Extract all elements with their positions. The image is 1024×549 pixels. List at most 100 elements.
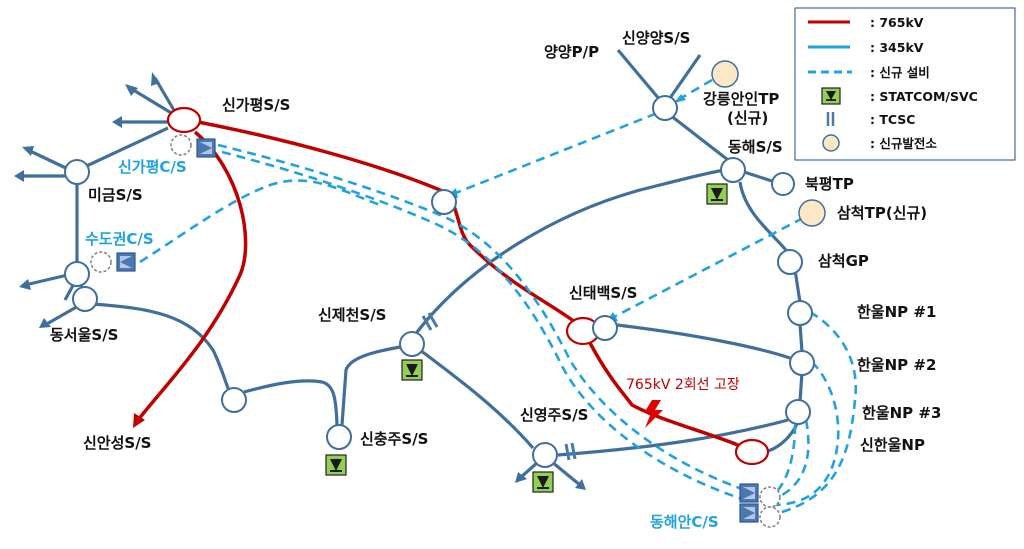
node-donghaean-cs-1 <box>759 486 781 508</box>
arrow-icon <box>22 146 34 156</box>
arrow-icon <box>112 116 122 128</box>
label-hanul1: 한울NP #1 <box>857 303 936 321</box>
label-sinjecheon: 신제천S/S <box>318 306 387 324</box>
line-345-yangyang <box>616 48 662 102</box>
line-new-gangneung <box>447 106 671 198</box>
label-sintaebaek: 신태백S/S <box>569 284 638 302</box>
node-sinyeongju <box>532 442 558 468</box>
node-donghaean-cs-2 <box>759 506 781 528</box>
arrow-icon <box>151 72 160 86</box>
line-345-hanul3 <box>798 371 804 403</box>
arrow-icon <box>14 170 24 182</box>
fault-lightning-icon <box>644 400 663 428</box>
arrow-icon <box>125 84 138 96</box>
legend-new-plant-swatch <box>822 134 840 152</box>
label-donghaean-cs: 동해안C/S <box>650 513 719 531</box>
line-345-stub <box>27 148 71 172</box>
line-345-to-sinchungju <box>243 379 339 426</box>
line-345-sinyeongju-hanul <box>557 418 789 457</box>
converter-stations <box>116 138 759 523</box>
node-samcheok-gp <box>777 249 803 275</box>
legend-label-765kv: : 765kV <box>870 15 924 30</box>
statcom-icon <box>706 183 728 205</box>
converter-icon <box>739 483 759 503</box>
node-branch <box>431 189 457 215</box>
line-765-singapyeong-sinanseong <box>136 130 248 422</box>
legend-label-345kv: : 345kV <box>870 40 924 55</box>
lines-345kv <box>20 48 804 487</box>
label-yangyang-pp: 양양P/P <box>544 43 599 61</box>
line-345-sinjecheon-donghae <box>412 168 726 337</box>
label-singapyeong-cs: 신가평C/S <box>118 158 187 176</box>
node-sudogwon <box>64 261 90 287</box>
arrowheads <box>14 72 586 490</box>
line-345-hanul2 <box>798 323 804 353</box>
line-new-hanul-1 <box>769 310 858 517</box>
arrow-icon <box>133 413 145 428</box>
tcsc-icon <box>564 442 577 461</box>
line-345-dongseoul-chain <box>91 302 234 399</box>
node-sintaebaek <box>592 315 618 341</box>
line-345-to-donghae <box>669 113 729 162</box>
line-345-migeum <box>77 126 169 172</box>
arrow-icon <box>39 318 51 328</box>
label-fault: 765kV 2회선 고장 <box>626 377 740 393</box>
node-hanul2 <box>789 350 815 376</box>
line-new-hanul-3 <box>781 419 810 497</box>
node-singapyeong <box>166 106 202 134</box>
line-765-sintaebaek-sinhanul <box>588 342 739 447</box>
statcom-icon <box>532 471 554 493</box>
arrow-icon <box>575 479 586 490</box>
node-sinyangyang <box>652 95 678 121</box>
label-sinhanul: 신한울NP <box>860 436 925 454</box>
legend-label-new-plant: : 신규발전소 <box>870 136 937 151</box>
line-345-samcheok <box>738 181 792 256</box>
label-donghae: 동해S/S <box>728 138 783 156</box>
node-gangneung-anin <box>711 60 739 88</box>
arrow-icon <box>515 472 527 483</box>
label-migeum: 미금S/S <box>88 186 143 204</box>
label-sinyeongju: 신영주S/S <box>520 406 589 424</box>
label-dongseoul: 동서울S/S <box>50 326 119 344</box>
legend-label-new: : 신규 설비 <box>870 65 930 80</box>
label-hanul3: 한울NP #3 <box>862 404 941 422</box>
legend-label-statcom: : STATCOM/SVC <box>870 89 978 104</box>
statcom-devices <box>325 183 728 493</box>
label-sinchungju: 신충주S/S <box>360 430 429 448</box>
line-new-hanul-4 <box>776 424 797 491</box>
label-hanul2: 한울NP #2 <box>857 356 936 374</box>
label-sudogwon-cs: 수도권C/S <box>85 230 154 248</box>
line-new-anin <box>677 78 713 102</box>
label-samcheok-gp: 삼척GP <box>818 252 869 270</box>
label-singapyeong: 신가평S/S <box>222 96 291 114</box>
node-chain-1 <box>221 387 247 413</box>
line-345-stub <box>44 303 81 327</box>
node-sudogwon-cs <box>90 251 112 273</box>
statcom-icon <box>401 359 423 381</box>
converter-icon <box>739 503 759 523</box>
line-345-bukpyeong <box>743 170 776 184</box>
line-345-hanul1 <box>793 269 802 303</box>
tcsc-devices <box>421 312 577 461</box>
node-bukpyeong <box>771 172 795 196</box>
line-345-stub <box>153 77 177 113</box>
arrow-icon <box>674 94 686 103</box>
lines-new <box>139 78 858 517</box>
node-dongseoul <box>72 286 98 312</box>
node-samcheok-tp <box>798 199 826 227</box>
nodes <box>64 60 826 528</box>
line-new-hanul-2 <box>771 361 840 507</box>
label-bukpyeong: 북평TP <box>805 175 854 193</box>
line-new-hvdc-2 <box>221 150 746 502</box>
label-samcheok-tp: 삼척TP(신규) <box>837 204 927 222</box>
node-sinchungju <box>326 424 352 450</box>
node-singapyeong-cs <box>170 134 192 156</box>
station-labels: 신가평S/S 신가평C/S 미금S/S 수도권C/S 동서울S/S 신안성S/S… <box>50 29 941 531</box>
label-sinanseong: 신안성S/S <box>83 434 152 452</box>
converter-icon <box>196 138 216 158</box>
tcsc-icon <box>826 112 835 126</box>
tcsc-icon <box>421 312 439 331</box>
arrow-icon <box>19 279 31 290</box>
